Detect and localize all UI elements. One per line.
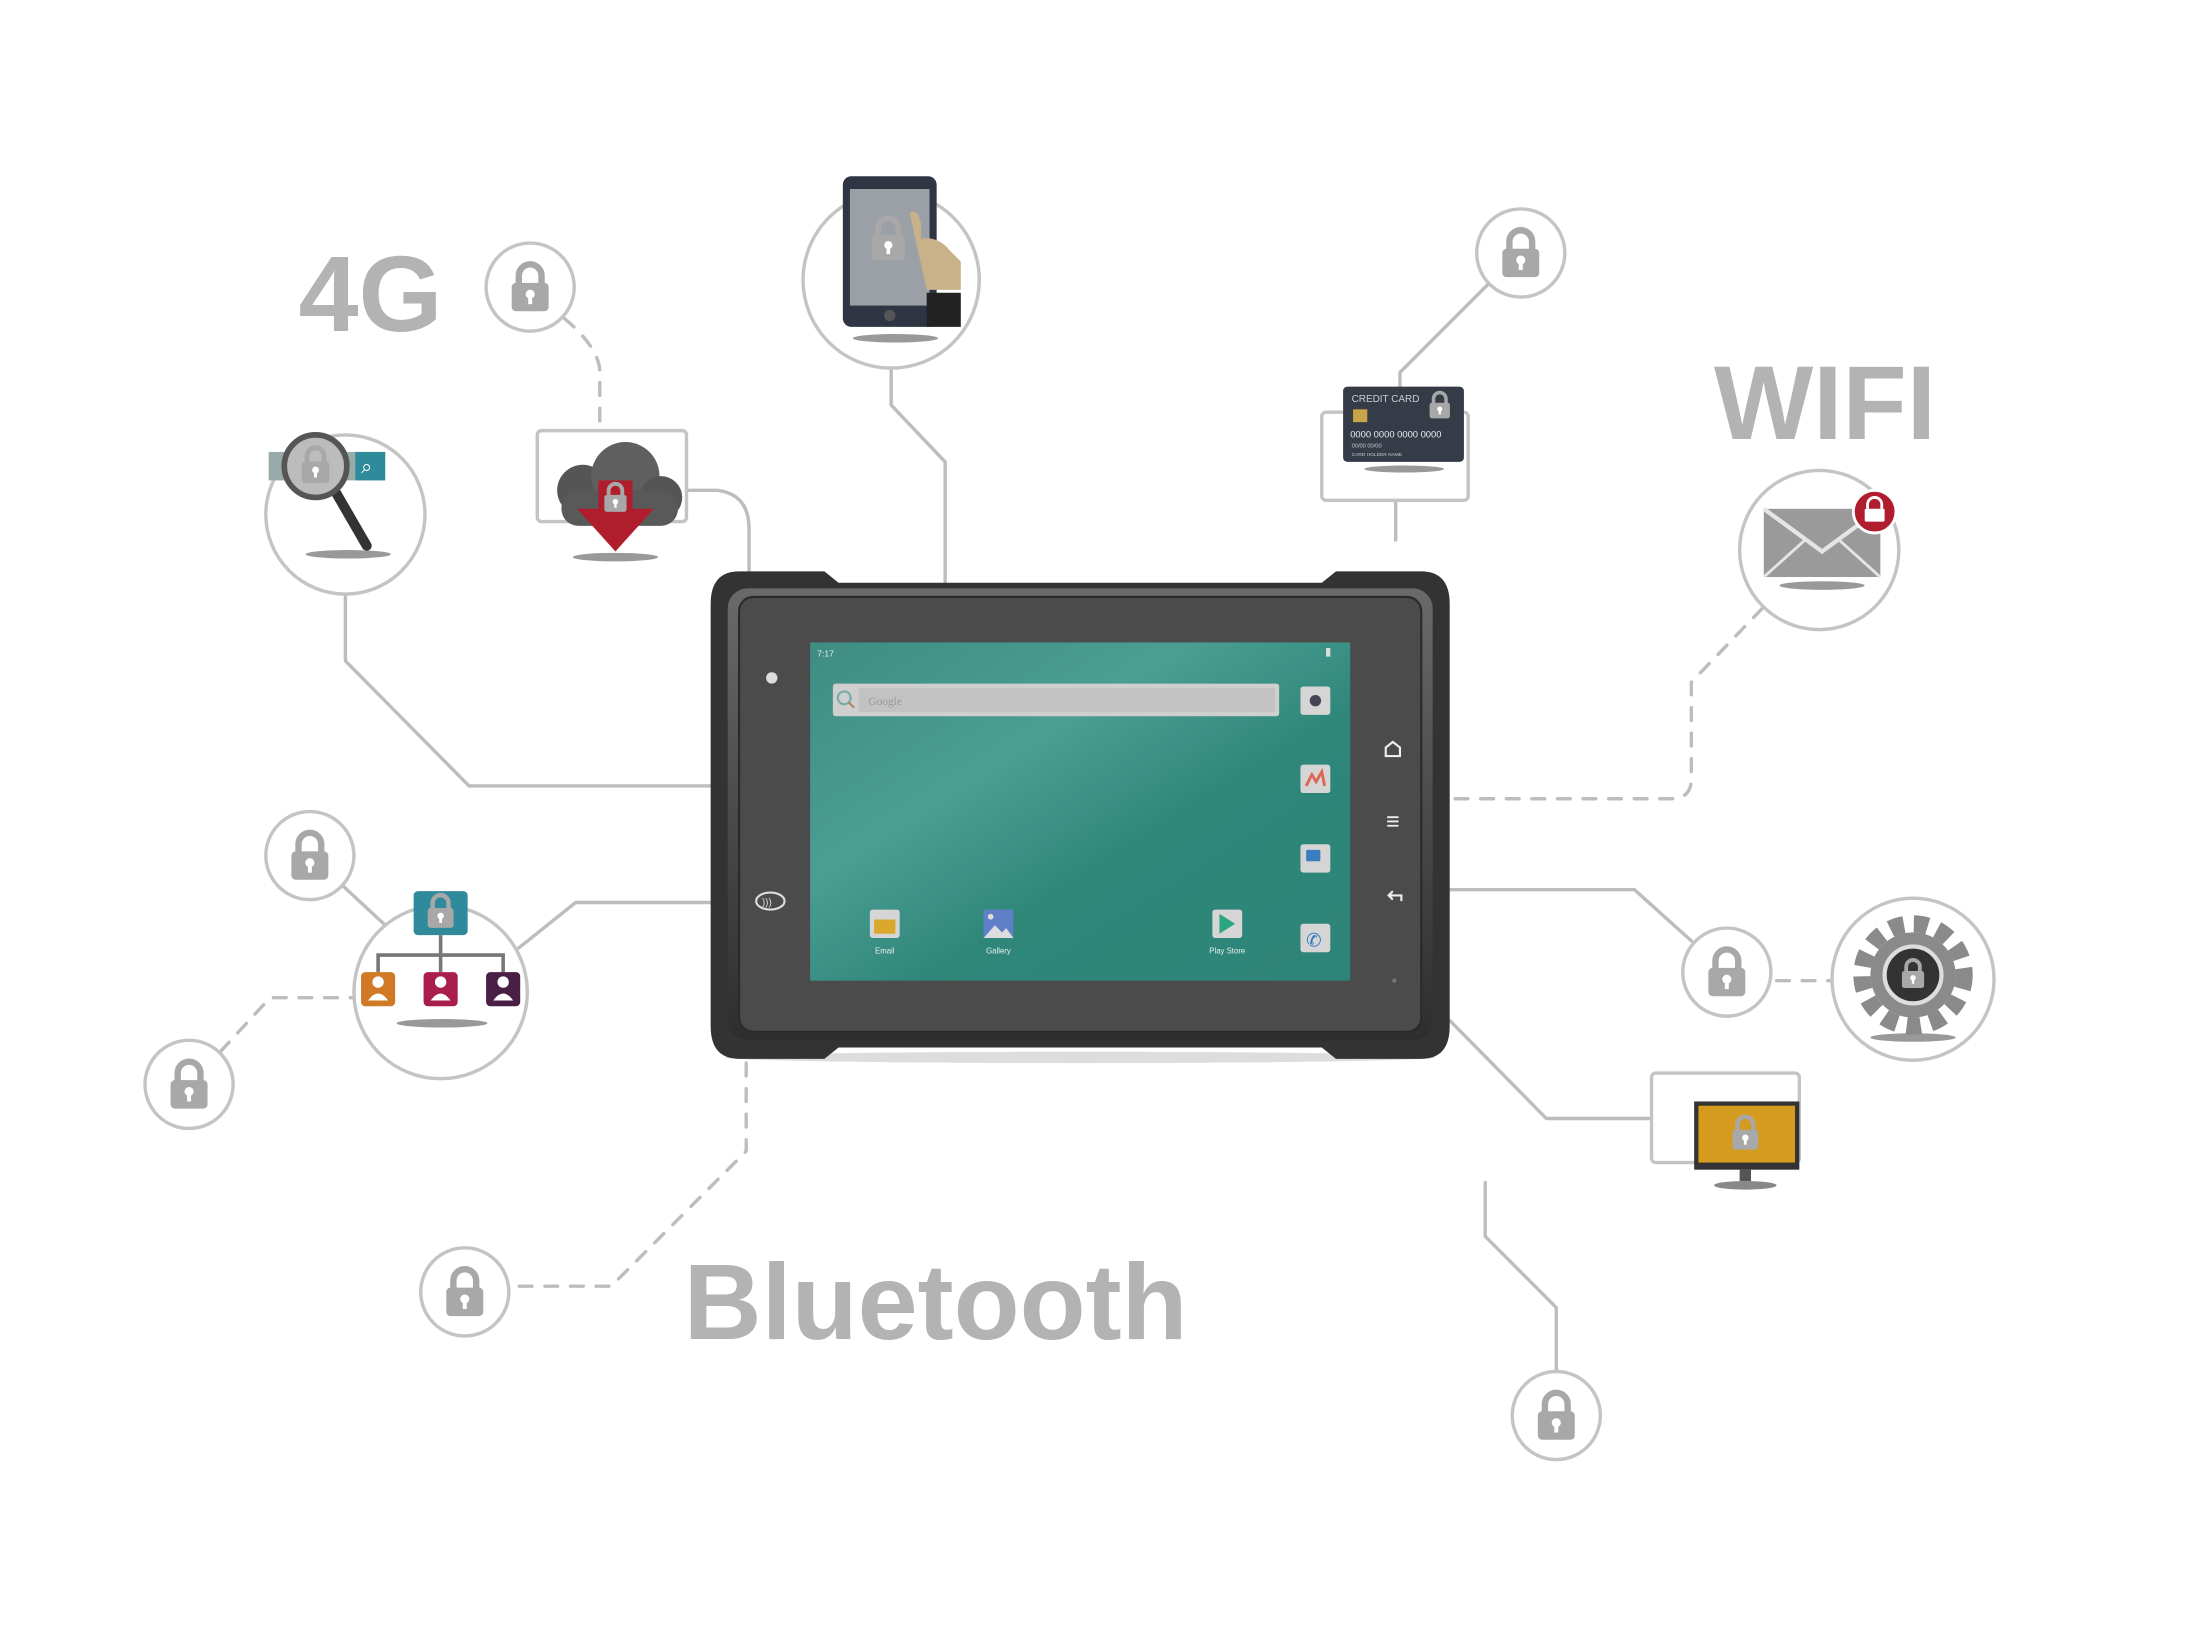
- envelope-icon: [1762, 507, 1882, 579]
- back-icon: [1387, 890, 1403, 902]
- maps-icon: [1304, 767, 1327, 787]
- lock-node-bottom: [1510, 1369, 1603, 1462]
- user-icon: [423, 972, 458, 1007]
- home-icon: [1384, 740, 1402, 758]
- maps-app[interactable]: [1300, 764, 1331, 794]
- card-title: CREDIT CARD: [1352, 394, 1420, 405]
- label-bluetooth: Bluetooth: [684, 1241, 1188, 1362]
- phone-lock-node: [801, 176, 981, 370]
- lock-node-bluetooth: [419, 1246, 511, 1338]
- app-label: Email: [875, 947, 895, 956]
- credit-card-node: CREDIT CARD 0000 0000 0000 0000 00/00 00…: [1320, 386, 1470, 502]
- lock-node-left: [264, 809, 356, 902]
- back-button[interactable]: [1387, 890, 1403, 902]
- camera-lens: [766, 672, 778, 684]
- phone-icon: ✆: [1306, 930, 1321, 951]
- user-icon: [361, 972, 396, 1007]
- user-icon: [486, 972, 521, 1007]
- battery-icon: [1326, 648, 1331, 657]
- home-button[interactable]: [1384, 740, 1402, 758]
- app-label: Gallery: [986, 947, 1011, 956]
- search-input[interactable]: Google: [868, 696, 901, 708]
- messages-app[interactable]: [1300, 844, 1331, 873]
- monitor-lock-node: [1649, 1071, 1802, 1190]
- search-icon: [836, 690, 852, 706]
- lock-node-far-left: [143, 1038, 235, 1131]
- phone-app[interactable]: ✆: [1300, 923, 1331, 953]
- card-dates: 00/00 00/00: [1352, 444, 1382, 450]
- connector-lines: [218, 282, 1836, 1374]
- camera-app[interactable]: [1300, 686, 1331, 715]
- cloud-lock-node: [535, 428, 689, 562]
- menu-icon: [1387, 816, 1399, 827]
- app-label: Play Store: [1209, 947, 1245, 956]
- tablet-screen: 7:17 Google ✆ Email G: [810, 642, 1351, 981]
- search-lock-node: ⌕: [264, 432, 427, 596]
- camera-icon: [1309, 694, 1322, 707]
- svg-text:))): ))): [762, 897, 772, 908]
- mail-lock-node: [1737, 468, 1901, 632]
- rugged-tablet: ))) 7:17 Google ✆ Email: [710, 571, 1450, 1064]
- card-number: 0000 0000 0000 0000: [1350, 430, 1441, 440]
- gear-lock-node: [1830, 896, 1996, 1062]
- play-store-icon: [1219, 913, 1236, 934]
- google-search-bar[interactable]: Google: [832, 683, 1280, 717]
- card-chip: [1353, 409, 1368, 423]
- lock-node-4g: [484, 241, 576, 333]
- gallery-app[interactable]: Gallery: [983, 909, 1014, 956]
- messages-icon: [1306, 849, 1321, 862]
- smartphone-icon: [842, 176, 961, 343]
- status-time: 7:17: [817, 649, 834, 659]
- padlock-icon: [1864, 508, 1885, 522]
- nfc-icon: ))): [755, 891, 786, 911]
- download-arrow-icon: [577, 480, 654, 552]
- org-lock-node: [352, 891, 530, 1081]
- label-4g: 4G: [299, 233, 443, 354]
- lock-node-right: [1681, 926, 1773, 1018]
- email-app[interactable]: Email: [869, 909, 900, 956]
- email-icon: [874, 919, 896, 934]
- label-wifi: WIFI: [1714, 345, 1936, 462]
- search-icon: ⌕: [361, 456, 372, 478]
- menu-button[interactable]: [1387, 816, 1399, 827]
- card-holder: CARD HOLDER NAME: [1352, 452, 1403, 458]
- play-store-app[interactable]: Play Store: [1209, 909, 1245, 956]
- lock-node-card: [1475, 207, 1567, 299]
